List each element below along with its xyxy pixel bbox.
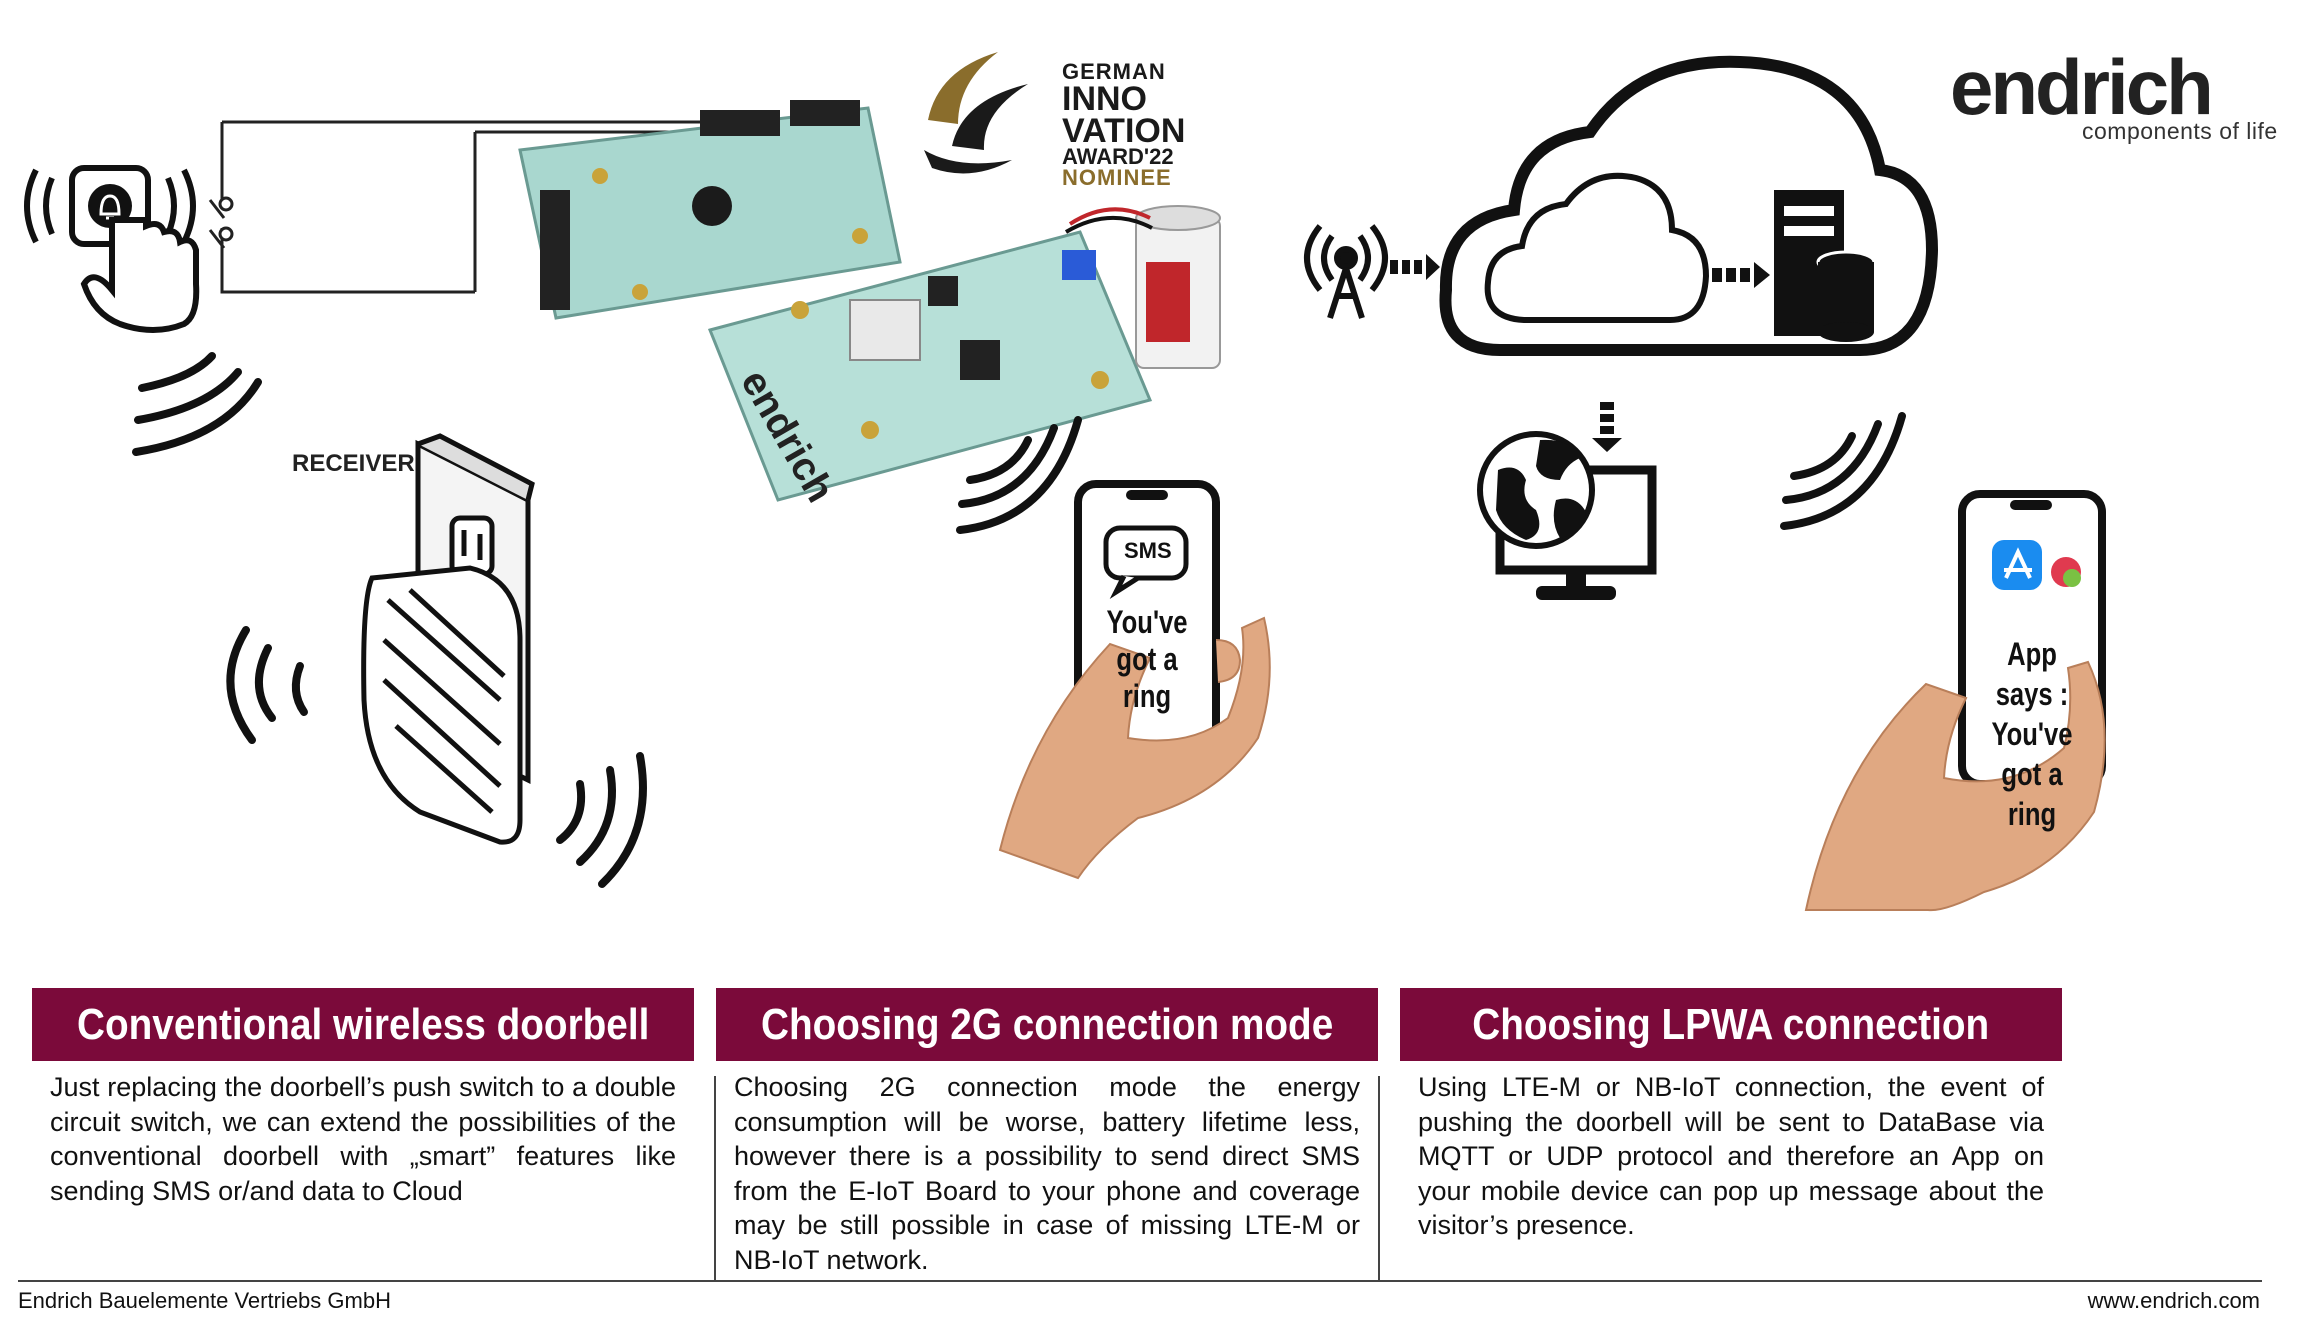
signal-waves-icon: [956, 416, 1082, 534]
signal-waves-icon: [1780, 412, 1906, 530]
arrow-right-icon: [1390, 254, 1440, 280]
phone-2g-line: got a ring: [1116, 640, 1178, 714]
column-divider: [1378, 1076, 1380, 1282]
small-cloud-icon: [1484, 172, 1710, 323]
phone-lpwa-image: [1804, 490, 2106, 912]
receiver-label: RECEIVER: [292, 450, 415, 477]
column-body-2g: Choosing 2G connection mode the energy c…: [734, 1070, 1360, 1277]
phone-2g-image: [998, 480, 1271, 880]
award-line: NOMINEE: [1062, 165, 1172, 191]
phone-lpwa-message: App says : You've got a ring: [1979, 634, 2085, 834]
arrow-down-icon: [1592, 402, 1622, 452]
column-title: Choosing LPWA connection: [1472, 999, 1990, 1049]
phone-2g-message: You've got a ring: [1095, 604, 1199, 714]
phone-lpwa-line: You've: [1991, 716, 2073, 752]
doorbell-button-icon: [24, 165, 200, 333]
doorbell-system-illustration: endrich: [24, 52, 2106, 912]
signal-waves-icon: [226, 626, 647, 888]
column-title: Conventional wireless doorbell: [76, 999, 650, 1049]
footer-website-link[interactable]: www.endrich.com: [2087, 1288, 2260, 1313]
cell-tower-icon: [1304, 224, 1388, 319]
column-header-2g: Choosing 2G connection mode: [716, 988, 1378, 1061]
column-text: Choosing 2G connection mode the energy c…: [734, 1072, 1360, 1275]
lithium-battery-image: [1064, 205, 1221, 369]
iot-dev-board-image: endrich: [518, 100, 1153, 510]
column-title: Choosing 2G connection mode: [760, 999, 1334, 1049]
arrow-right-icon: [1712, 262, 1770, 288]
award-logo-icon: [924, 52, 1028, 174]
column-header-lpwa: Choosing LPWA connection: [1400, 988, 2062, 1061]
award-line: AWARD'22: [1062, 144, 1174, 170]
award-text: GERMAN INNO VATION AWARD'22 NOMINEE: [1062, 59, 1186, 191]
endrich-tagline: components of life: [2082, 118, 2278, 144]
server-database-icon: [1774, 190, 1876, 342]
phone-2g-line: You've: [1106, 604, 1188, 640]
column-text: Using LTE-M or NB-IoT connection, the ev…: [1418, 1072, 2044, 1240]
column-text: Just replacing the doorbell’s push switc…: [50, 1072, 676, 1206]
sms-badge: SMS: [1124, 538, 1172, 563]
column-body-lpwa: Using LTE-M or NB-IoT connection, the ev…: [1418, 1070, 2044, 1243]
award-line: GERMAN: [1062, 59, 1166, 84]
footer-rule: [18, 1280, 2262, 1282]
receiver-plug-icon: [361, 433, 535, 845]
award-line: VATION: [1062, 112, 1186, 151]
column-body-conventional: Just replacing the doorbell’s push switc…: [50, 1070, 676, 1208]
footer-company: Endrich Bauelemente Vertriebs GmbH: [18, 1288, 391, 1313]
column-divider: [714, 1076, 716, 1282]
phone-lpwa-line: App says :: [1995, 636, 2069, 712]
signal-waves-icon: [132, 352, 262, 456]
globe-monitor-icon: [1477, 431, 1657, 600]
double-circuit-switch-wiring: [208, 120, 700, 294]
award-line: INNO: [1062, 79, 1147, 118]
column-header-conventional: Conventional wireless doorbell: [32, 988, 694, 1061]
endrich-logo: endrich: [1950, 43, 2214, 131]
phone-lpwa-line: got a ring: [2001, 756, 2063, 832]
